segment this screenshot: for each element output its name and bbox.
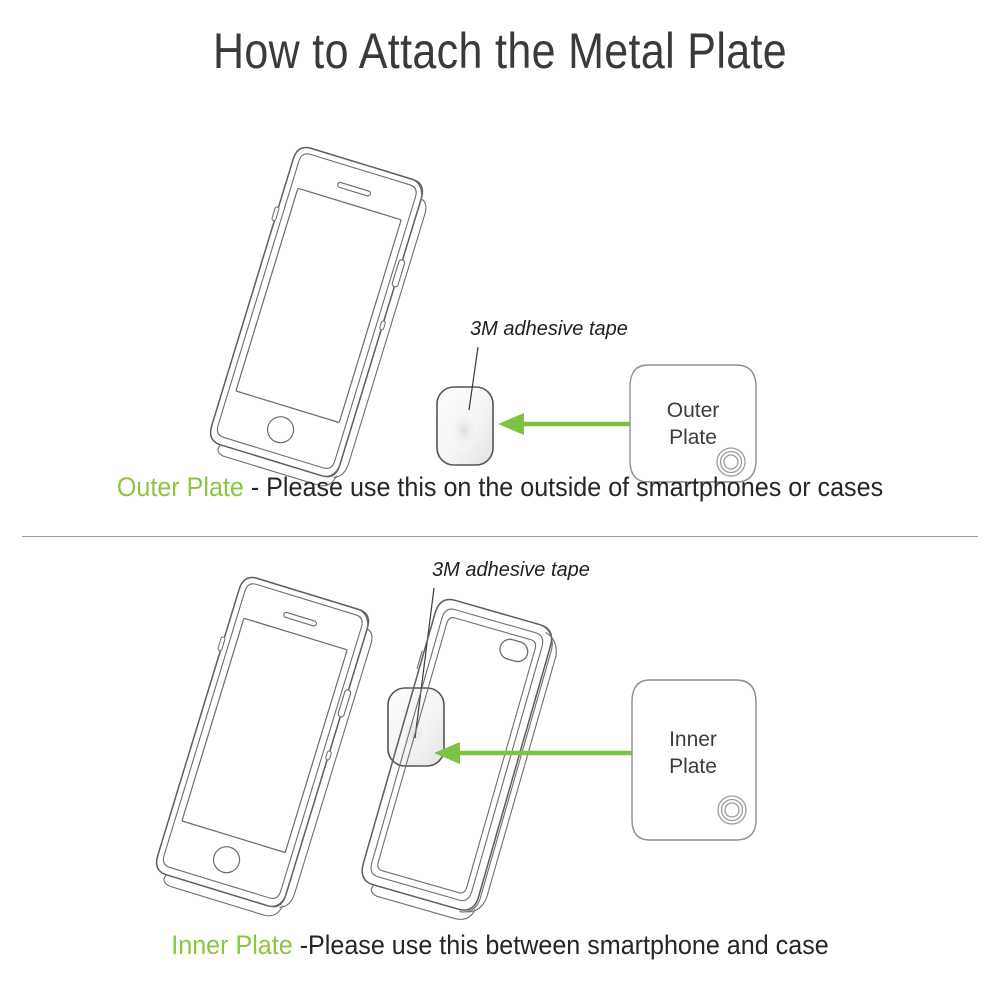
caption-inner-plate: Inner Plate -Please use this between sma… <box>35 930 965 961</box>
tape-leader-line <box>414 587 435 739</box>
page-title: How to Attach the Metal Plate <box>212 23 788 79</box>
concentric-circles-icon <box>716 447 746 477</box>
outer-plate-illustration: 3M adhesive tape Outer Plate <box>209 146 757 487</box>
green-arrow-inner <box>434 742 632 764</box>
outer-plate-box-line1: Outer <box>667 399 720 422</box>
inner-plate-box-line1: Inner <box>669 728 717 751</box>
section-outer-plate: 3M adhesive tape Outer Plate Outer Plate… <box>0 110 1000 530</box>
tape-label-outer: 3M adhesive tape <box>470 318 628 340</box>
concentric-circles-icon <box>717 795 747 825</box>
metal-plate-outer <box>436 386 494 466</box>
tape-leader-line <box>468 346 479 411</box>
caption-outer-plate: Outer Plate - Please use this on the out… <box>35 472 965 503</box>
smartphone-outline <box>155 576 373 917</box>
caption-inner-plate-description: -Please use this between smartphone and … <box>292 930 829 960</box>
section-inner-plate: 3M adhesive tape Inner Pla <box>0 548 1000 968</box>
inner-plate-illustration: 3M adhesive tape Inner Pla <box>155 559 757 920</box>
inner-plate-box-line2: Plate <box>669 755 717 778</box>
outer-plate-box-line2: Plate <box>669 426 717 449</box>
inner-plate-box: Inner Plate <box>631 679 757 841</box>
smartphone-outline <box>209 146 427 487</box>
section-divider <box>22 536 978 537</box>
caption-outer-plate-description: - Please use this on the outside of smar… <box>243 472 884 502</box>
outer-plate-box: Outer Plate <box>629 364 757 483</box>
tape-label-inner: 3M adhesive tape <box>432 559 590 581</box>
green-arrow-outer <box>498 413 630 435</box>
caption-outer-plate-name: Outer Plate <box>116 472 244 502</box>
phone-case-outline <box>361 598 557 920</box>
caption-inner-plate-name: Inner Plate <box>171 930 293 960</box>
